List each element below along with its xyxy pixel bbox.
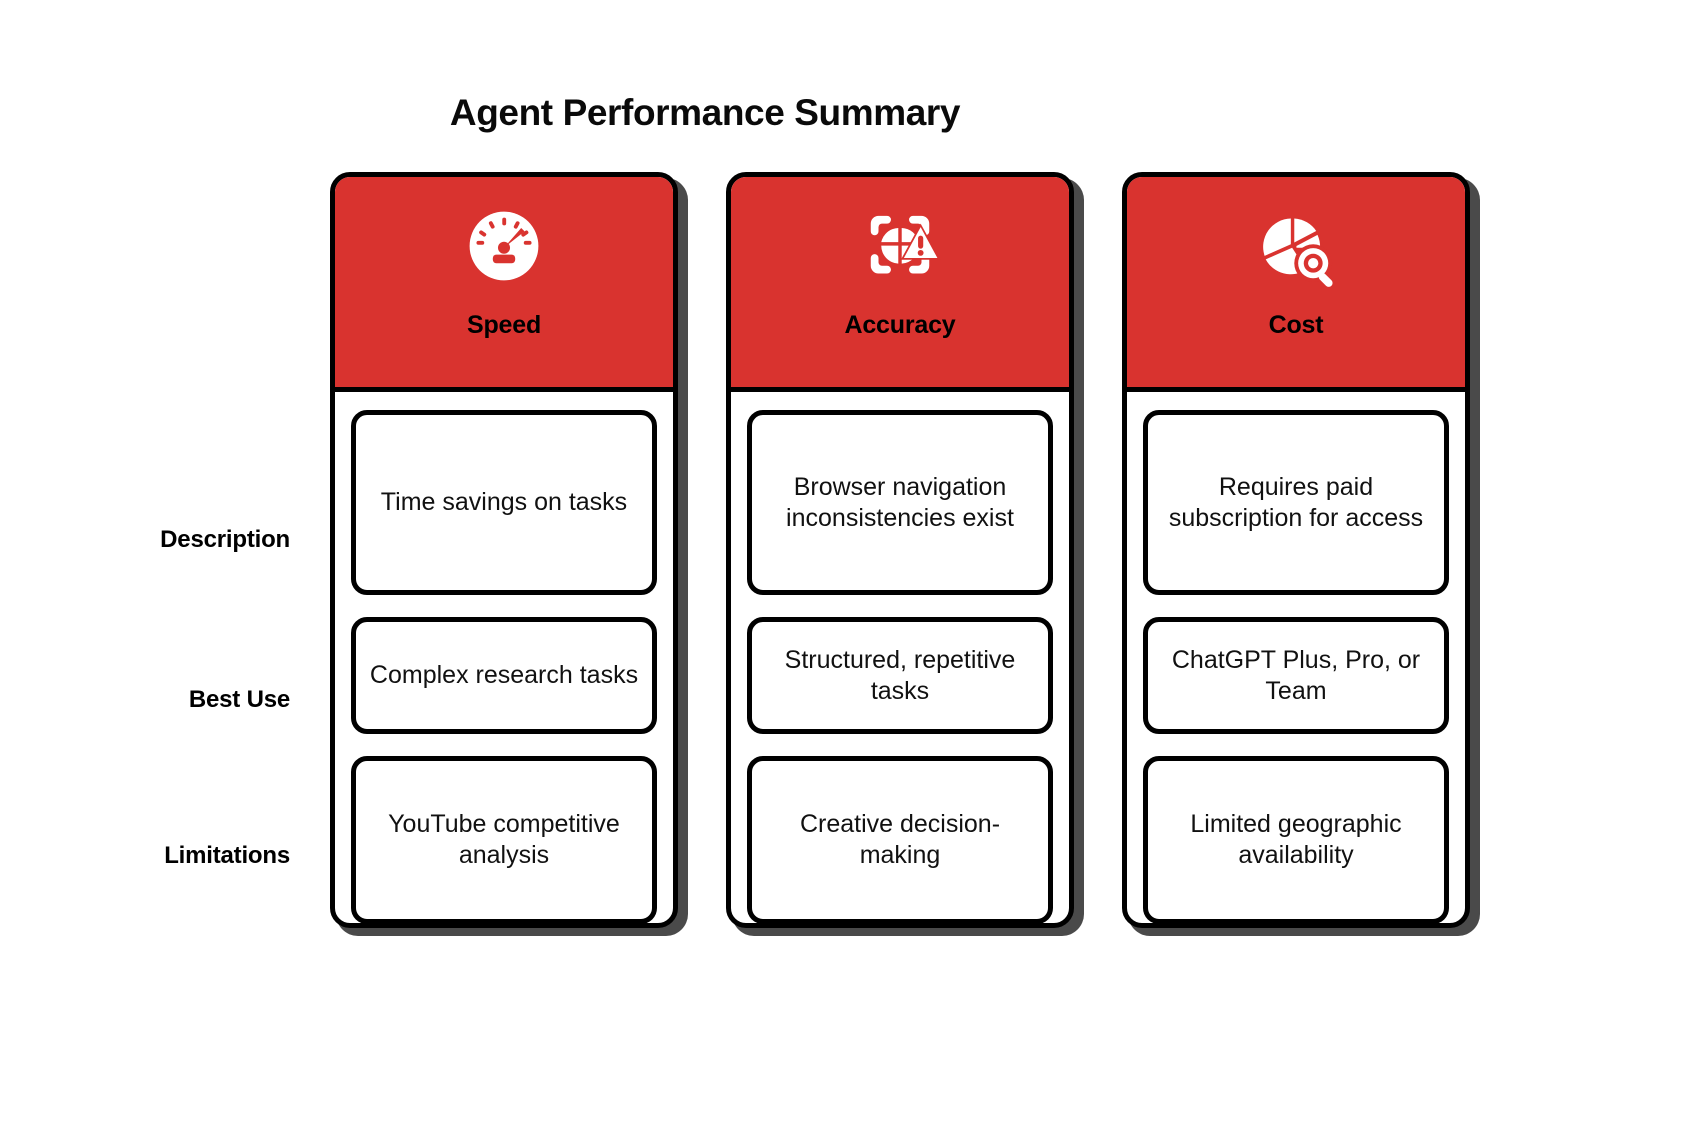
row-label-limitations: Limitations	[164, 842, 290, 869]
column-body: Speed Time savings on tasks Complex rese…	[330, 172, 678, 928]
cell-cost-best-use: ChatGPT Plus, Pro, or Team	[1143, 617, 1449, 734]
cell-cost-description: Requires paid subscription for access	[1143, 410, 1449, 595]
column-cells-cost: Requires paid subscription for access Ch…	[1127, 392, 1465, 923]
column-cells-speed: Time savings on tasks Complex research t…	[335, 392, 673, 923]
cell-accuracy-limitations: Creative decision-making	[747, 756, 1053, 923]
column-title-speed: Speed	[466, 311, 542, 339]
column-header-speed: Speed	[335, 177, 673, 392]
row-label-description: Description	[160, 526, 290, 553]
column-cost[interactable]: Cost Requires paid subscription for acce…	[1122, 172, 1480, 936]
cell-accuracy-description: Browser navigation inconsistencies exist	[747, 410, 1053, 595]
speedometer-icon	[461, 203, 547, 289]
column-header-cost: Cost	[1127, 177, 1465, 392]
column-title-cost: Cost	[1268, 311, 1324, 339]
column-header-accuracy: Accuracy	[731, 177, 1069, 392]
page-title: Agent Performance Summary	[449, 92, 961, 133]
column-accuracy[interactable]: Accuracy Browser navigation inconsistenc…	[726, 172, 1084, 936]
row-label-best-use: Best Use	[188, 686, 290, 713]
column-body: Cost Requires paid subscription for acce…	[1122, 172, 1470, 928]
cell-speed-limitations: YouTube competitive analysis	[351, 756, 657, 923]
column-speed[interactable]: Speed Time savings on tasks Complex rese…	[330, 172, 688, 936]
comparison-columns: Speed Time savings on tasks Complex rese…	[330, 172, 1520, 936]
column-body: Accuracy Browser navigation inconsistenc…	[726, 172, 1074, 928]
pie-chart-magnifier-icon	[1253, 203, 1339, 289]
column-cells-accuracy: Browser navigation inconsistencies exist…	[731, 392, 1069, 923]
scan-target-warning-icon	[857, 203, 943, 289]
cell-accuracy-best-use: Structured, repetitive tasks	[747, 617, 1053, 734]
cell-speed-best-use: Complex research tasks	[351, 617, 657, 734]
cell-cost-limitations: Limited geographic availability	[1143, 756, 1449, 923]
cell-speed-description: Time savings on tasks	[351, 410, 657, 595]
column-title-accuracy: Accuracy	[844, 311, 956, 339]
